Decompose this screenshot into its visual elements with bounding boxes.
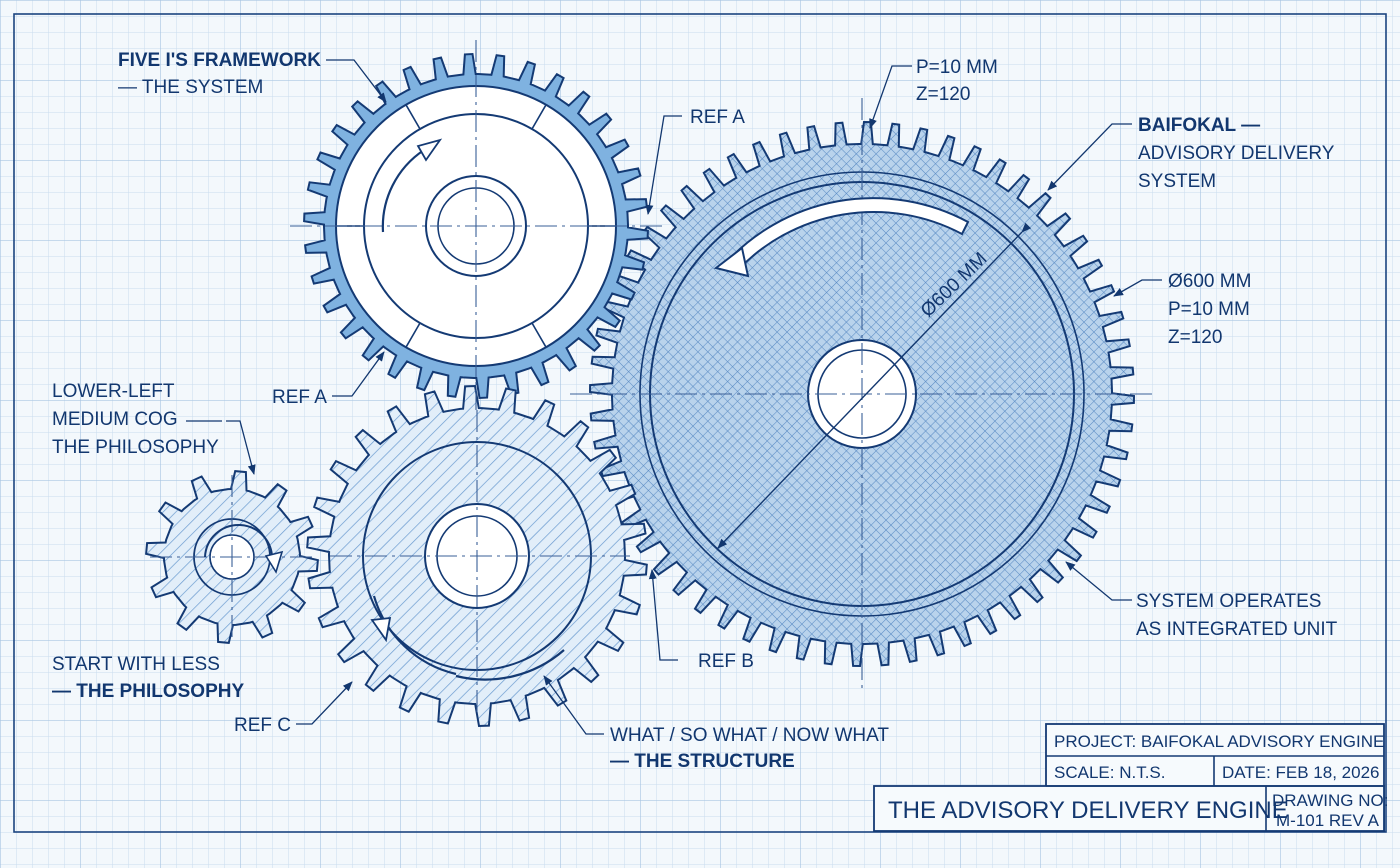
baifokal-title: BAIFOKAL — bbox=[1138, 115, 1260, 136]
spec-teeth: Z=120 bbox=[1168, 327, 1222, 348]
structure-label-line1: WHAT / SO WHAT / NOW WHAT bbox=[610, 725, 889, 746]
curved-arrow-icon bbox=[370, 595, 565, 681]
title-block-drawing-no-label: DRAWING NO: bbox=[1272, 791, 1388, 810]
title-block-project: PROJECT: BAIFOKAL ADVISORY ENGINE bbox=[1054, 732, 1384, 751]
ref-b-label: REF B bbox=[698, 651, 754, 672]
curved-arrow-icon bbox=[381, 138, 443, 233]
top-spec-pitch: P=10 MM bbox=[916, 57, 998, 78]
title-block-scale: SCALE: N.T.S. bbox=[1054, 763, 1165, 782]
title-block: PROJECT: BAIFOKAL ADVISORY ENGINE SCALE:… bbox=[873, 723, 1388, 832]
ref-a-top-label: REF A bbox=[690, 107, 745, 128]
ref-a-left-label: REF A bbox=[272, 387, 327, 408]
start-label-line1: START WITH LESS bbox=[52, 654, 220, 675]
spec-pitch: P=10 MM bbox=[1168, 299, 1250, 320]
cog-label-line2: MEDIUM COG bbox=[52, 409, 178, 430]
ref-c-label: REF C bbox=[234, 715, 291, 736]
spec-diameter: Ø600 MM bbox=[1168, 271, 1251, 292]
curved-arrow-icon bbox=[204, 524, 284, 574]
drawing-border bbox=[13, 13, 1387, 833]
leader-lines bbox=[226, 59, 1162, 735]
system-label-line1: SYSTEM OPERATES bbox=[1136, 591, 1321, 612]
start-label-line2: — THE PHILOSOPHY bbox=[52, 681, 244, 702]
title-block-date: DATE: FEB 18, 2026 bbox=[1222, 763, 1379, 782]
structure-label-line2: — THE STRUCTURE bbox=[610, 751, 795, 772]
gear-spoke bbox=[405, 104, 421, 130]
cog-label-line1: LOWER-LEFT bbox=[52, 381, 175, 402]
top-spec-teeth: Z=120 bbox=[916, 84, 970, 105]
gear-spoke bbox=[531, 322, 547, 348]
baifokal-line2: ADVISORY DELIVERY bbox=[1138, 143, 1335, 164]
title-block-title: THE ADVISORY DELIVERY ENGINE bbox=[888, 797, 1288, 824]
gear-spoke bbox=[405, 322, 421, 348]
five-is-subtitle: — THE SYSTEM bbox=[118, 77, 263, 98]
gear-spoke bbox=[531, 104, 547, 130]
system-label-line2: AS INTEGRATED UNIT bbox=[1136, 619, 1338, 640]
five-is-title: FIVE I'S FRAMEWORK bbox=[118, 50, 321, 71]
title-block-drawing-no: M-101 REV A bbox=[1276, 811, 1380, 830]
baifokal-line3: SYSTEM bbox=[1138, 171, 1216, 192]
cog-label-line3: THE PHILOSOPHY bbox=[52, 437, 219, 458]
